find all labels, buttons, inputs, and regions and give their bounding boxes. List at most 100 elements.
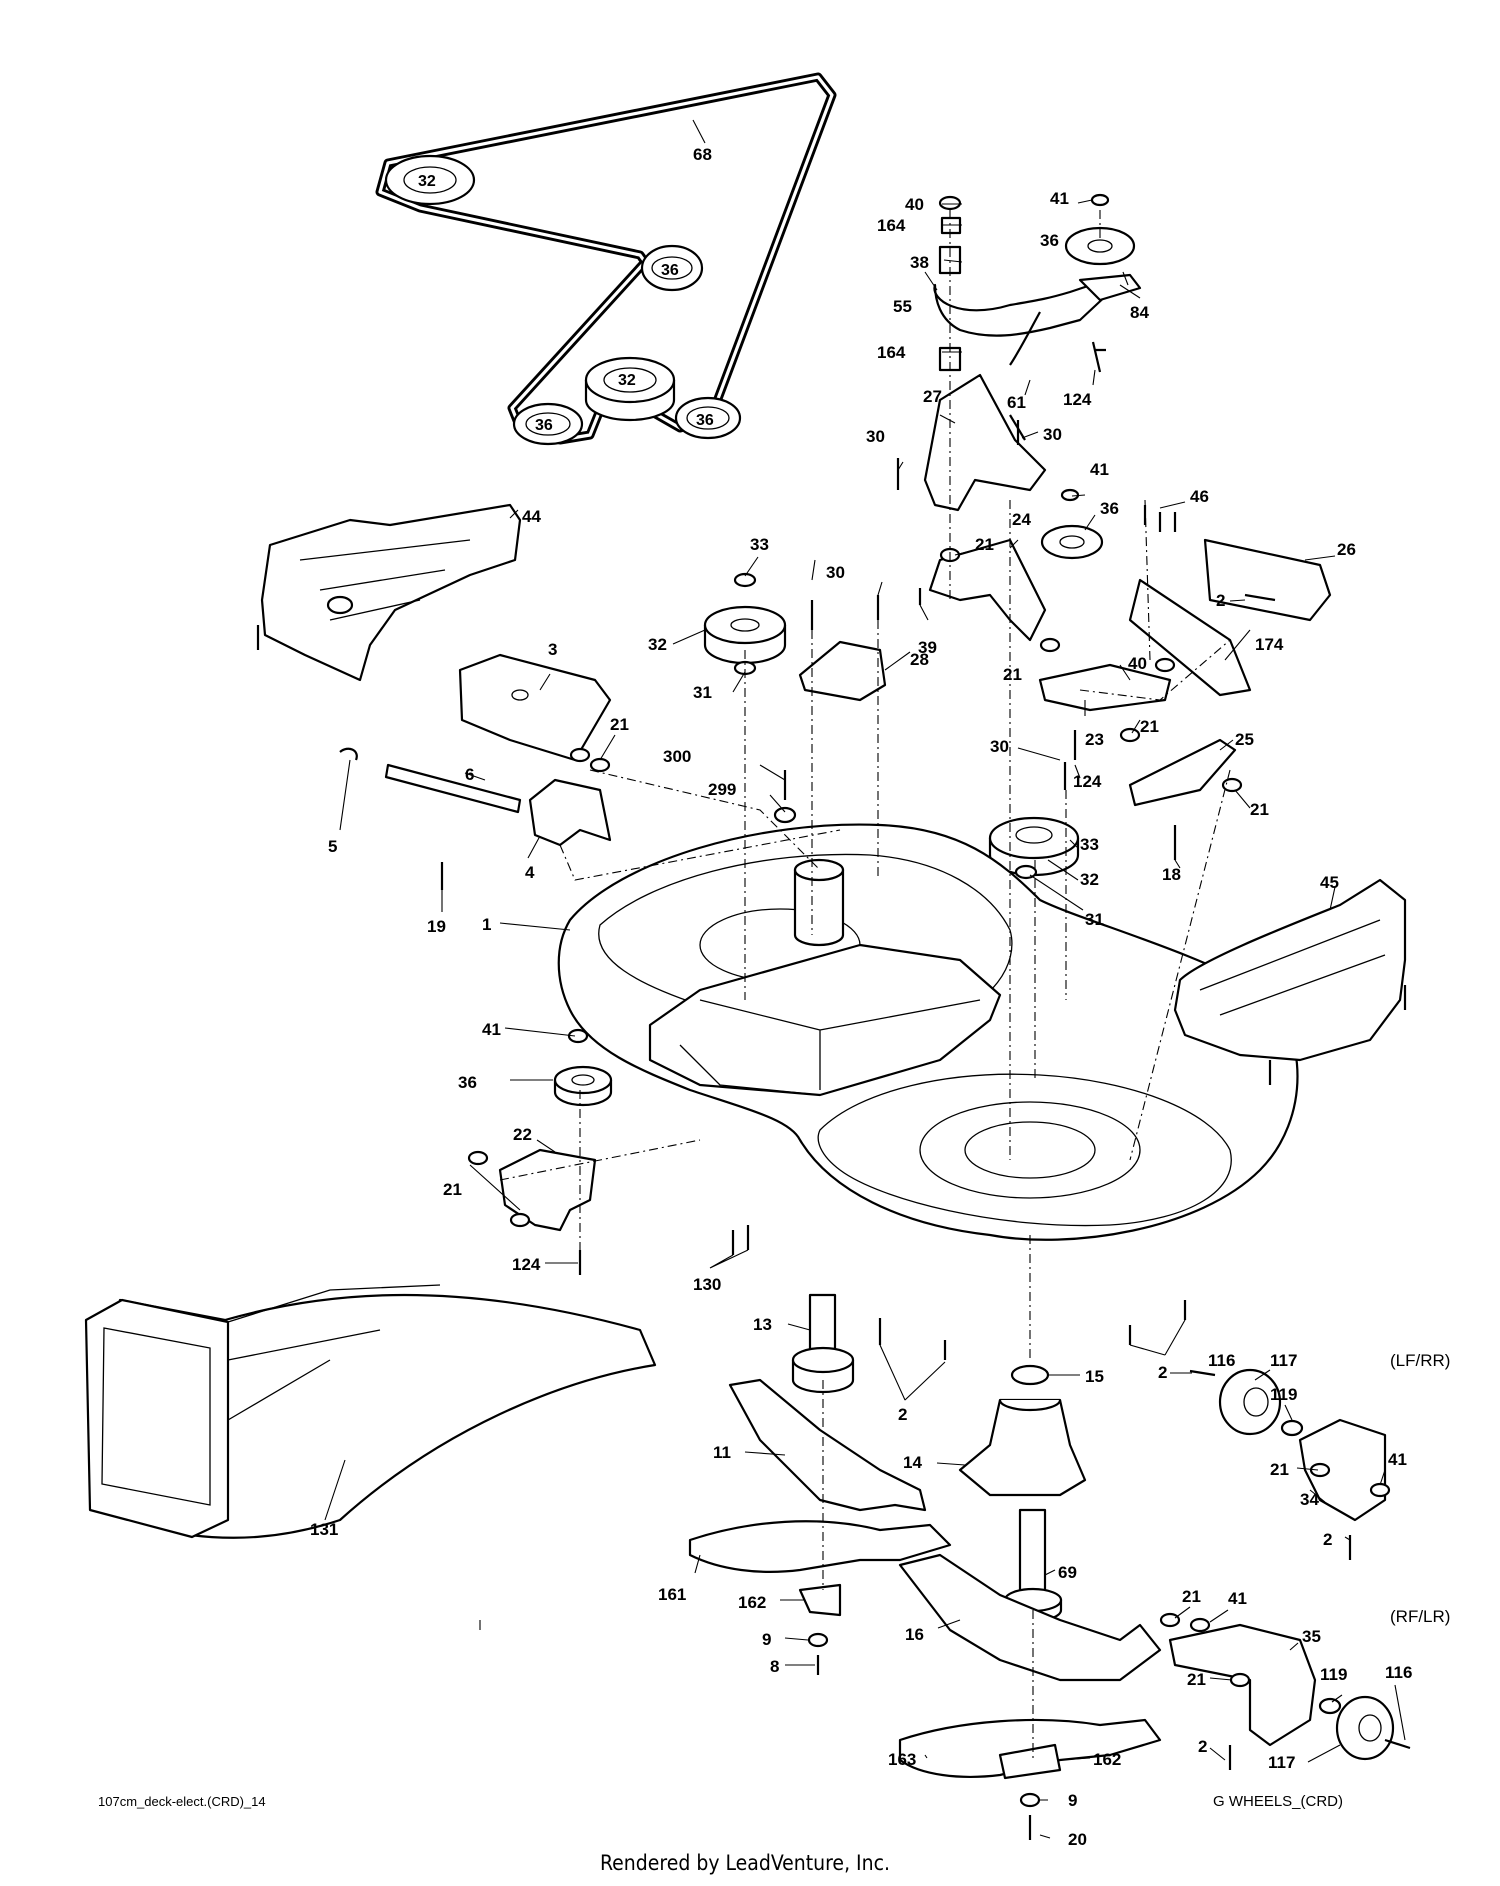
nut-21a (569, 747, 591, 763)
callout-124b: 124 (1073, 772, 1102, 791)
callout-19: 19 (427, 917, 446, 936)
callout-40: 40 (905, 195, 924, 214)
spring-61 (1009, 311, 1041, 366)
callout-16: 16 (905, 1625, 924, 1644)
bolt-124 (1091, 341, 1106, 373)
nut-41-mid (1060, 488, 1080, 502)
spindle-shaft-69 (1018, 1508, 1047, 1602)
nut-21b (589, 757, 611, 773)
washer-119-front (1280, 1419, 1304, 1437)
callout-36b: 36 (1100, 499, 1119, 518)
callout-2a: 2 (1216, 591, 1225, 610)
callout-116: 116 (1208, 1351, 1235, 1370)
bracket-22 (498, 1148, 597, 1232)
callout-68: 68 (693, 145, 712, 164)
callout-84: 84 (1130, 303, 1149, 322)
callout-30b: 30 (1043, 425, 1062, 444)
callout-45: 45 (1320, 873, 1339, 892)
nut-21-rear (1159, 1612, 1181, 1628)
deck-bolts-2 (878, 1300, 1187, 1360)
callout-6: 6 (465, 765, 474, 784)
callout-31: 31 (693, 683, 712, 702)
callout-24: 24 (1012, 510, 1031, 529)
callout-119b: 119 (1320, 1665, 1347, 1684)
callout-163: 163 (888, 1750, 916, 1769)
callout-4: 4 (525, 863, 535, 882)
callout-labels: 68 32 36 32 36 36 40 164 38 55 164 41 36… (310, 145, 1412, 1849)
callout-36c: 36 (458, 1073, 477, 1092)
callout-44: 44 (522, 507, 541, 526)
washer-162-left (798, 1583, 842, 1617)
callout-21c: 21 (1003, 665, 1022, 684)
blade-11 (728, 1378, 927, 1512)
callout-32b: 32 (1080, 870, 1099, 889)
callout-20: 20 (1068, 1830, 1087, 1849)
idler-arm-55 (933, 280, 1112, 337)
callout-32-center: 32 (618, 372, 636, 389)
pulley-36-right (640, 244, 704, 292)
callout-41e: 41 (1228, 1589, 1247, 1608)
callout-40b: 40 (1128, 654, 1147, 673)
callout-27: 27 (923, 387, 942, 406)
bolts-130 (731, 1225, 750, 1255)
callout-5: 5 (328, 837, 337, 856)
callout-30a: 30 (866, 427, 885, 446)
callout-21e: 21 (1250, 800, 1269, 819)
pulley-36-left (512, 402, 584, 446)
callout-61: 61 (1007, 393, 1026, 412)
callout-161: 161 (658, 1585, 686, 1604)
callout-2c: 2 (1158, 1363, 1167, 1382)
pulley-36-right-lower (674, 396, 742, 440)
credit-text: Rendered by LeadVenture, Inc. (600, 1851, 890, 1875)
deck-chute-cover (648, 943, 1002, 1097)
bearing-15 (1010, 1364, 1050, 1386)
bolt-116-rear (1384, 1738, 1411, 1750)
nut-41-front (1369, 1482, 1391, 1498)
callout-46: 46 (1190, 487, 1209, 506)
bracket-84 (1078, 273, 1142, 302)
callout-9b: 9 (1068, 1791, 1077, 1810)
callout-26: 26 (1337, 540, 1356, 559)
callout-13: 13 (753, 1315, 772, 1334)
callout-36-left: 36 (535, 417, 553, 434)
discharge-chute-131 (84, 1284, 657, 1539)
nut-41-rear (1189, 1617, 1211, 1633)
spindle-pulley-left (703, 572, 922, 702)
callout-15: 15 (1085, 1367, 1104, 1386)
plate-174 (1128, 578, 1252, 697)
callout-8: 8 (770, 1657, 779, 1676)
callout-21g: 21 (1270, 1460, 1289, 1479)
callout-124: 124 (1063, 390, 1092, 409)
callout-30d: 30 (990, 737, 1009, 756)
callout-2d: 2 (1323, 1530, 1332, 1549)
mower-deck-1 (557, 823, 1299, 1241)
fitting-299 (773, 806, 797, 824)
nut-40 (938, 195, 962, 211)
wheel-117-front (1218, 1368, 1282, 1436)
pulley-32-top (384, 154, 476, 206)
callout-41c: 41 (482, 1020, 501, 1039)
callout-34: 34 (1300, 1490, 1319, 1509)
belt-assembly (375, 72, 837, 446)
nut-21-22b (509, 1212, 531, 1228)
callout-9a: 9 (762, 1630, 771, 1649)
nut-41-top (1090, 193, 1110, 207)
blade-161 (688, 1520, 952, 1573)
callout-1: 1 (482, 915, 491, 934)
callout-35: 35 (1302, 1627, 1321, 1646)
callout-23: 23 (1085, 730, 1104, 749)
callout-39: 39 (918, 638, 937, 657)
callout-162b: 162 (1093, 1750, 1121, 1769)
nut-21-22 (467, 1150, 489, 1166)
washer-9-right (1019, 1792, 1041, 1808)
callout-162a: 162 (738, 1593, 766, 1612)
belt-cover-45 (1173, 878, 1407, 1085)
bolt-116-front (1189, 1369, 1216, 1377)
wheel-label-rear: (RF/LR) (1390, 1607, 1450, 1626)
assembly-lines (499, 210, 1231, 1760)
belt-cover-44 (256, 503, 522, 682)
gauge-wheel-front (1189, 1368, 1391, 1560)
spindle-housing-14 (958, 1398, 1087, 1497)
callout-131: 131 (310, 1520, 338, 1539)
